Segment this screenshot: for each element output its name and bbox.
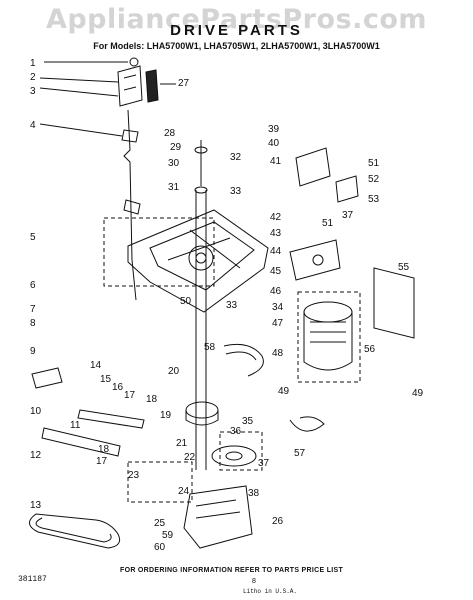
part-label: 39 [268,124,280,135]
part-label: 32 [230,152,242,163]
part-label: 15 [100,374,112,385]
part-label: 22 [184,452,196,463]
switch-part-9 [31,367,63,389]
part-label: 12 [30,450,42,461]
part-label: 50 [180,296,192,307]
part-label: 37 [342,210,354,221]
part-label: 51 [368,158,380,169]
part-label: 4 [30,120,36,131]
part-label: 41 [270,156,282,167]
print-code: Litho in U.S.A. [243,588,298,595]
bracket-part-40 [295,147,331,187]
top-bolt-part-1 [44,57,139,67]
part-label: 20 [168,366,180,377]
part-label: 8 [30,318,36,329]
part-label: 45 [270,266,282,277]
mount-bracket-part-44 [289,239,341,281]
part-label: 48 [272,348,284,359]
rail-part-11-12 [41,409,145,457]
part-label: 10 [30,406,42,417]
dashed-box-37 [219,431,263,471]
part-label: 17 [124,390,136,401]
bracket-part-52 [335,175,359,203]
part-label: 30 [168,158,180,169]
part-label: 2 [30,72,36,83]
pad-part-27 [145,69,176,103]
motor-part-46 [297,291,361,383]
part-label: 40 [268,138,280,149]
part-label: 21 [176,438,188,449]
part-label: 51 [322,218,334,229]
part-label: 49 [278,386,290,397]
part-label: 38 [248,488,260,499]
part-label: 19 [160,410,172,421]
part-label: 14 [90,360,102,371]
drive-belt-part-13 [29,513,121,549]
part-label: 53 [368,194,380,205]
dashed-box-5 [103,217,215,287]
part-label: 49 [412,388,424,399]
part-label: 28 [164,128,176,139]
part-label: 11 [70,420,81,431]
hose-part-33 [223,343,264,377]
part-label: 16 [112,382,124,393]
part-label: 37 [258,458,270,469]
part-number-callouts: 1 2 3 4 5 6 7 8 9 10 11 12 13 14 15 16 1… [30,58,424,553]
part-label: 26 [272,516,284,527]
part-label: 23 [128,470,140,481]
page-number: 8 [252,578,256,585]
part-label: 44 [270,246,282,257]
pulley-part-37-38 [211,445,257,467]
part-label: 47 [272,318,284,329]
bracket-part-2-3 [39,65,143,107]
ordering-note: FOR ORDERING INFORMATION REFER TO PARTS … [120,567,344,574]
part-label: 57 [294,448,306,459]
part-label: 59 [162,530,174,541]
part-label: 60 [154,542,166,553]
part-label: 46 [270,286,282,297]
part-label: 9 [30,346,36,357]
watermark: AppliancePartsPros.com [45,4,428,35]
part-label: 33 [230,186,242,197]
part-label: 55 [398,262,410,273]
clutch-part-19-20 [185,401,219,426]
part-label: 24 [178,486,190,497]
rod-assembly-part-4 [39,109,141,301]
part-label: 3 [30,86,36,97]
part-label: 1 [30,58,36,69]
part-label: 17 [96,456,108,467]
part-label: 27 [178,78,190,89]
model-list: For Models: LHA5700W1, LHA5705W1, 2LHA57… [93,41,380,51]
part-label: 6 [30,280,36,291]
part-label: 18 [98,444,110,455]
part-label: 29 [170,142,182,153]
page-title: DRIVE PARTS [170,22,303,39]
part-label: 34 [272,302,284,313]
part-label: 13 [30,500,42,511]
part-label: 31 [168,182,180,193]
tub-base-plate-part-5 [127,209,269,313]
part-label: 35 [242,416,254,427]
part-label: 7 [30,304,36,315]
part-label: 25 [154,518,166,529]
transmission-part-26 [183,485,253,549]
part-label: 36 [230,426,242,437]
cover-part-55 [373,267,415,339]
part-label: 56 [364,344,376,355]
part-label: 58 [204,342,216,353]
part-label: 33 [226,300,238,311]
part-label: 42 [270,212,282,223]
spring-part-57 [289,416,325,432]
part-label: 43 [270,228,282,239]
center-shaft [194,140,208,470]
part-label: 5 [30,232,36,243]
part-label: 52 [368,174,380,185]
part-label: 18 [146,394,158,405]
dashed-box-23 [127,461,193,503]
document-code: 381187 [18,575,47,584]
